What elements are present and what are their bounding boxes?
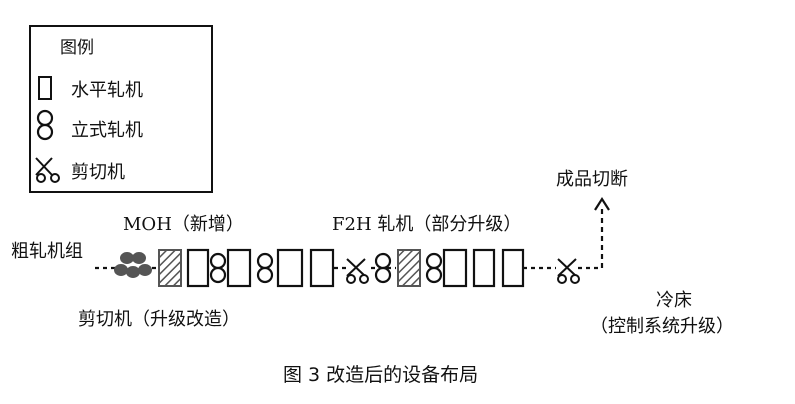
- vertical-mill-icon: [209, 252, 227, 284]
- roughing-group-label: 粗轧机组: [11, 241, 83, 262]
- vertical-mill-icon: [36, 109, 54, 141]
- horizontal-mill-icon: [186, 248, 210, 288]
- cut-product-arrow-icon: [594, 196, 610, 211]
- legend-box: [29, 25, 213, 193]
- vertical-mill-icon: [425, 252, 443, 284]
- f2h-label: F2H 轧机（部分升级）: [332, 214, 522, 235]
- moh-label: MOH（新增）: [123, 214, 244, 235]
- legend-label-shear: 剪切机: [71, 162, 125, 183]
- horizontal-mill-icon: [38, 76, 52, 100]
- horizontal-mill-icon: [226, 248, 252, 288]
- horizontal-mill-icon: [276, 248, 304, 288]
- vertical-mill-icon: [374, 252, 392, 284]
- upgraded-shear-icon: [114, 252, 152, 278]
- legend-label-vertical-mill: 立式轧机: [71, 120, 143, 141]
- shear-icon: [557, 258, 580, 284]
- shear-icon: [346, 258, 369, 284]
- cooling-bed-label: 冷床: [656, 290, 692, 311]
- horizontal-mill-icon: [501, 248, 525, 288]
- cut-product-label: 成品切断: [556, 169, 628, 190]
- legend-title: 图例: [60, 38, 94, 58]
- legend-label-horizontal-mill: 水平轧机: [71, 80, 143, 101]
- shear-upgrade-label: 剪切机（升级改造）: [78, 309, 240, 330]
- moh-mill-icon: [158, 249, 182, 287]
- shear-icon: [35, 157, 60, 183]
- f2h-mill-icon: [397, 249, 421, 287]
- vertical-mill-icon: [256, 252, 274, 284]
- horizontal-mill-icon: [472, 248, 496, 288]
- horizontal-mill-icon: [442, 248, 468, 288]
- cooling-bed-note: （控制系统升级）: [590, 316, 734, 337]
- horizontal-mill-icon: [309, 248, 335, 288]
- figure-caption: 图 3 改造后的设备布局: [283, 364, 479, 386]
